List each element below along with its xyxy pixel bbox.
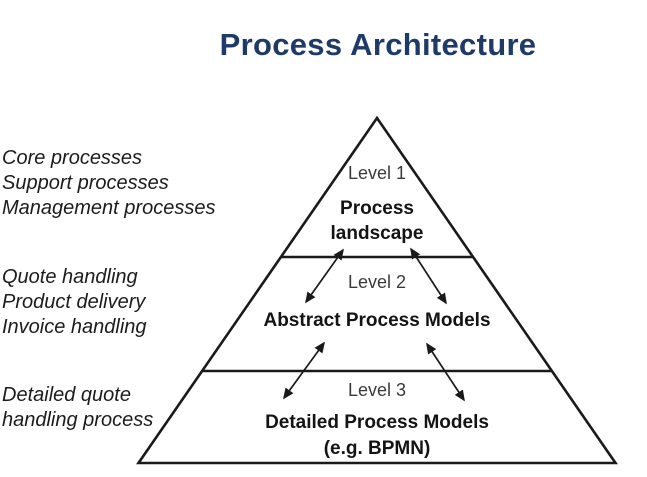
level1-name-line2: landscape [330, 223, 424, 244]
level2-name: Abstract Process Models [263, 310, 491, 331]
slide-title: Process Architecture [219, 27, 537, 62]
level1-label: Level 1 [347, 163, 407, 183]
annotation-line: Product delivery [2, 291, 146, 313]
annotation-line: handling process [2, 409, 154, 431]
double-arrow-l2-l3-left-icon [283, 341, 325, 400]
annotation-line: Detailed quote [2, 384, 131, 406]
level1-name-line1: Process [340, 198, 414, 219]
annotation-line: Quote handling [2, 266, 138, 288]
double-arrow-l2-l3-right-icon [426, 342, 465, 402]
annotation-line: Core processes [2, 147, 143, 169]
annotation-line: Support processes [2, 172, 169, 194]
double-arrow-l1-l2-right-icon [410, 247, 447, 305]
pyramid-outline [136, 115, 618, 465]
annotation-level3-examples: Detailed quote handling process [2, 383, 153, 433]
double-arrow-l1-l2-left-icon [305, 248, 344, 304]
level2-label: Level 2 [347, 272, 407, 292]
level3-name-line1: Detailed Process Models [265, 412, 489, 433]
annotation-level1-examples: Core processes Support processes Managem… [2, 146, 215, 221]
annotation-line: Management processes [2, 197, 216, 219]
annotation-line: Invoice handling [2, 316, 147, 338]
level3-name-line2: (e.g. BPMN) [323, 438, 431, 459]
level3-label: Level 3 [347, 380, 407, 400]
annotation-level2-examples: Quote handling Product delivery Invoice … [2, 265, 147, 340]
